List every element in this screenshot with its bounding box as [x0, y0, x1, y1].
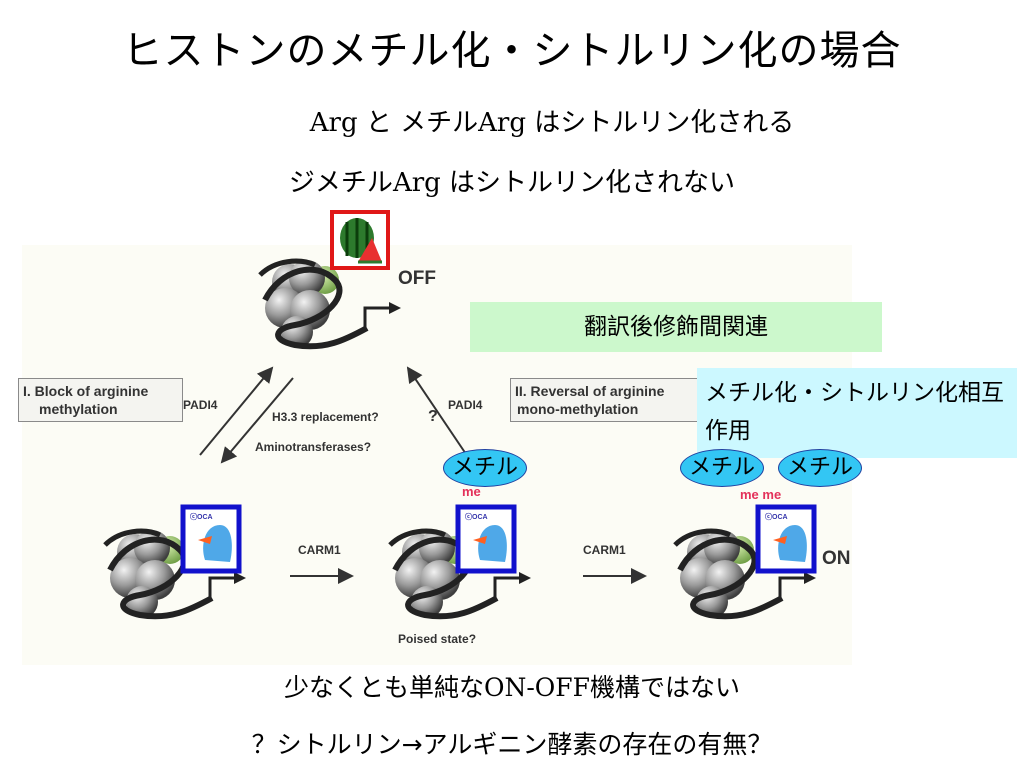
- arrow-icon: [406, 366, 471, 461]
- poised-state-label: Poised state?: [398, 632, 477, 646]
- subtitle-line-2: ジメチルArg はシトルリン化されない: [0, 162, 1024, 199]
- green-annotation-box: 翻訳後修飾間関連: [470, 302, 882, 352]
- me-me-label: me me: [740, 487, 782, 502]
- panel-label-reversal: II. Reversal of arginine mono-methylatio…: [510, 378, 704, 422]
- methyl-oval-1: メチル: [443, 449, 527, 487]
- subtitle1-end: はシトルリン化される: [525, 108, 795, 138]
- panel2-line1: II. Reversal of arginine: [515, 383, 665, 399]
- panel-label-block: I. Block of arginine methylation: [18, 378, 183, 422]
- arrow-icon: [220, 377, 294, 464]
- aminotransferases-label: Aminotransferases?: [255, 440, 372, 454]
- bottom-text-2: ？シトルリン→アルギニン酵素の存在の有無？: [251, 730, 773, 759]
- bottom1-start: 少なくとも単純な: [283, 673, 484, 702]
- h33-label: H3.3 replacement?: [272, 410, 379, 424]
- slide-title: ヒストンのメチル化・シトルリン化の場合: [122, 28, 902, 74]
- me-label: me: [462, 484, 481, 499]
- bottom1-end: 機構ではない: [590, 673, 741, 702]
- mole-icon: [755, 504, 817, 574]
- bottom-text-1: 少なくとも単純なON-OFF機構ではない: [0, 668, 1024, 704]
- carm1-label-b: CARM1: [583, 543, 626, 557]
- icon-label: ⓒOCA: [765, 514, 788, 521]
- panel1-line1: I. Block of arginine: [23, 383, 149, 399]
- padi4-right-label: PADI4: [448, 398, 483, 412]
- watermelon-icon: [330, 210, 390, 270]
- carm1-label-a: CARM1: [298, 543, 341, 557]
- subtitle1-mid: と メチル: [357, 108, 479, 138]
- nucleosome-icon: [260, 260, 401, 348]
- on-label: ON: [822, 548, 851, 569]
- subtitle2-end: はシトルリン化されない: [440, 168, 736, 198]
- mole-icon: [455, 504, 517, 574]
- mole-icon: [180, 504, 242, 574]
- subtitle-line-1: Arg と メチルArg はシトルリン化される: [40, 102, 1024, 139]
- icon-label: ⓒOCA: [190, 514, 213, 521]
- panel2-line2: mono-methylation: [517, 401, 639, 417]
- panel1-line2: methylation: [39, 401, 118, 417]
- bottom1-latin: ON-OFF: [483, 673, 590, 702]
- subtitle1-arg: Arg: [309, 108, 358, 138]
- arrow-icon: [199, 366, 274, 456]
- methyl-oval-2: メチル: [680, 449, 764, 487]
- subtitle1-arg2: Arg: [478, 108, 526, 138]
- methyl-oval-3: メチル: [778, 449, 862, 487]
- question-mark: ?: [428, 408, 438, 425]
- padi4-left-label: PADI4: [183, 398, 218, 412]
- blue-annotation-box: メチル化・シトルリン化相互作用: [697, 368, 1017, 458]
- off-label: OFF: [398, 268, 436, 289]
- icon-label: ⓒOCA: [465, 514, 488, 521]
- subtitle2-arg: Arg: [392, 168, 441, 198]
- subtitle2-start: ジメチル: [288, 168, 393, 198]
